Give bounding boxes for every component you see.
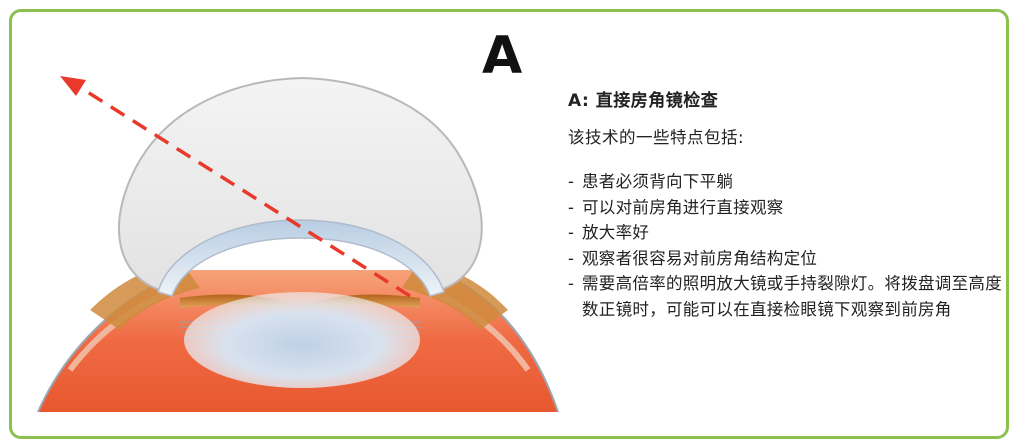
cornea xyxy=(157,219,445,297)
list-item: -可以对前房角进行直接观察 xyxy=(568,197,784,217)
dashed-arrow-icon xyxy=(60,76,86,96)
section-heading: A: 直接房角镜检查 xyxy=(568,91,719,111)
feature-list: -患者必须背向下平躺 -可以对前房角进行直接观察 -放大率好 -观察者很容易对前… xyxy=(568,169,1008,322)
crystalline-lens xyxy=(184,292,420,388)
goniolens xyxy=(118,76,483,292)
list-item: -放大率好 xyxy=(568,223,650,242)
intro-text: 该技术的一些特点包括: xyxy=(568,128,745,147)
description-column: A: 直接房角镜检查 该技术的一些特点包括: -患者必须背向下平躺 -可以对前房… xyxy=(568,86,1008,322)
light-ray xyxy=(77,84,411,298)
list-item: -观察者很容易对前房角结构定位 xyxy=(568,248,818,268)
panel-letter: A xyxy=(482,26,523,86)
direct-gonioscopy-illustration xyxy=(37,76,559,412)
list-item: -需要高倍率的照明放大镜或手持裂隙灯。将拨盘调至高度数正镜时，可能可以在直接检眼… xyxy=(568,274,1002,319)
list-item: -患者必须背向下平躺 xyxy=(568,172,734,191)
